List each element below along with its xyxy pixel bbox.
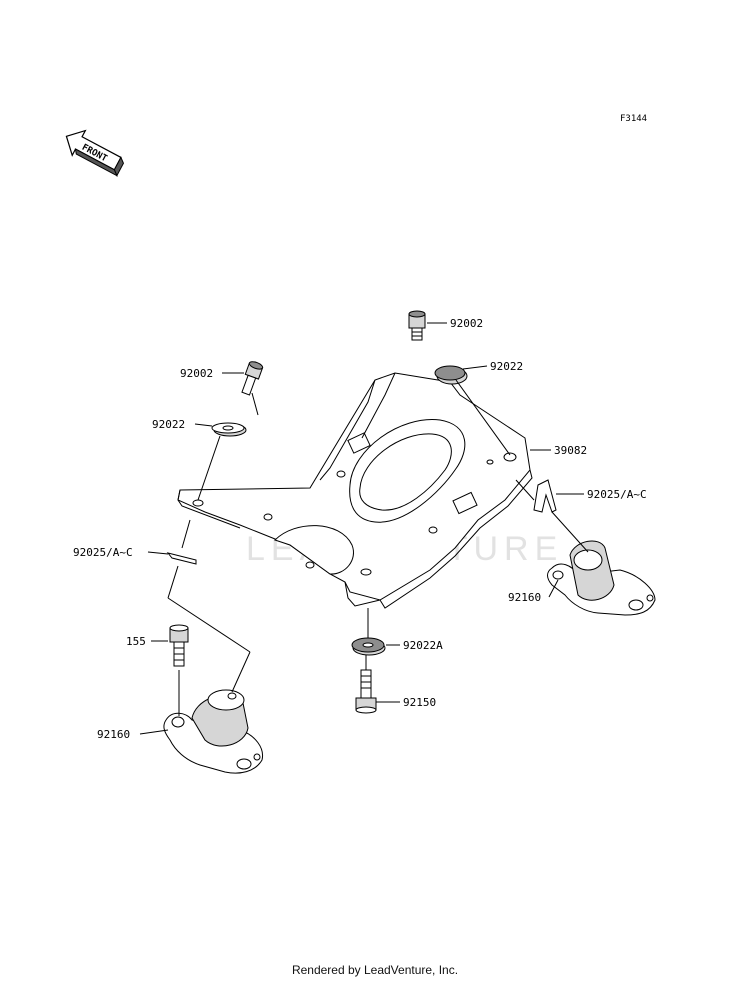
label-clip-right: 92025/A~C xyxy=(587,488,647,501)
front-arrow-icon: FRONT xyxy=(65,129,125,177)
mount-left xyxy=(163,689,264,774)
label-bracket: 39082 xyxy=(554,444,587,457)
label-mount-right: 92160 xyxy=(508,591,541,604)
label-bolt-bottom: 92150 xyxy=(403,696,436,709)
clip-right xyxy=(533,479,557,513)
label-bolt-small-left: 155 xyxy=(126,635,146,648)
clip-left xyxy=(166,552,197,565)
label-bolt-left: 92002 xyxy=(180,367,213,380)
label-bolt-top-right: 92002 xyxy=(450,317,483,330)
leader-lines xyxy=(139,322,589,735)
label-washer-bottom: 92022A xyxy=(403,639,443,652)
bolt-top-right xyxy=(408,310,426,341)
footer-credit: Rendered by LeadVenture, Inc. xyxy=(291,963,459,977)
washer-bottom xyxy=(351,637,386,656)
bolt-bottom xyxy=(355,669,377,714)
bolt-left xyxy=(241,361,264,396)
label-washer-left: 92022 xyxy=(152,418,185,431)
label-mount-left: 92160 xyxy=(97,728,130,741)
label-clip-left: 92025/A~C xyxy=(73,546,133,559)
bolt-small-left xyxy=(169,624,189,667)
label-washer-top-right: 92022 xyxy=(490,360,523,373)
diagram-code: F3144 xyxy=(620,114,647,124)
washer-left xyxy=(211,422,247,437)
bracket-plate xyxy=(177,372,533,609)
mount-right xyxy=(547,540,656,616)
washer-top-right xyxy=(434,365,468,385)
